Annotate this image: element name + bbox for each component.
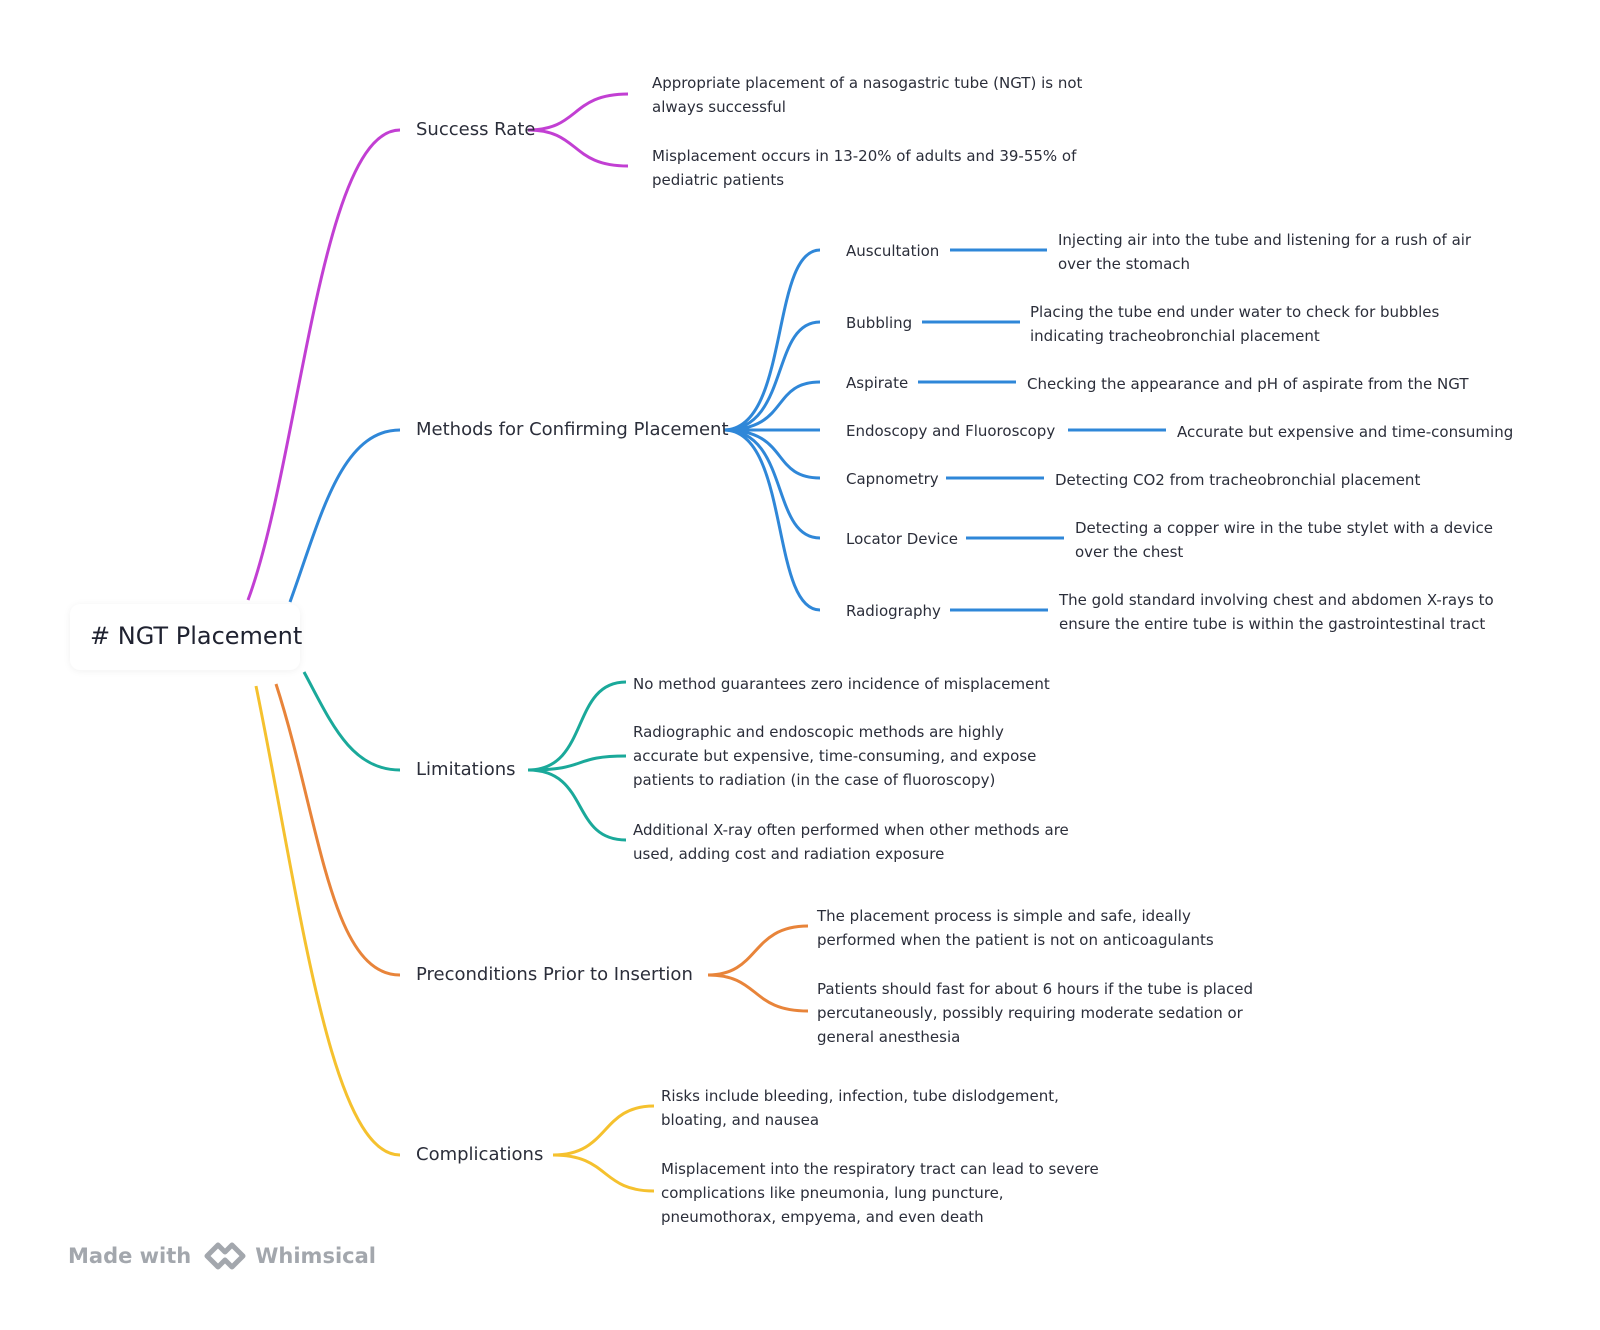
method-detail: Injecting air into the tube and listenin…	[1058, 231, 1472, 273]
connector-root-methods	[288, 428, 401, 603]
complication-item: Risks include bleeding, infection, tube …	[661, 1087, 1059, 1129]
connector-success-2	[527, 128, 629, 168]
method-endoscopy-fluoroscopy[interactable]: Endoscopy and Fluoroscopy	[846, 422, 1056, 440]
method-detail: The gold standard involving chest and ab…	[1059, 591, 1494, 633]
connector-complication-1	[552, 1104, 655, 1157]
method-aspirate[interactable]: Aspirate	[846, 374, 909, 392]
whimsical-logo-icon	[204, 1242, 246, 1270]
root-node[interactable]	[70, 604, 300, 670]
method-detail: Accurate but expensive and time-consumin…	[1177, 423, 1514, 441]
precondition-item: The placement process is simple and safe…	[817, 907, 1214, 949]
connector-method-aspirate	[723, 380, 821, 432]
success-rate-item: Appropriate placement of a nasogastric t…	[652, 74, 1083, 116]
made-with-whimsical-badge[interactable]: Made with Whimsical	[68, 1238, 376, 1274]
connector-limitation-2	[527, 754, 627, 772]
branch-preconditions[interactable]: Preconditions Prior to Insertion	[416, 964, 693, 985]
connector-precondition-2	[707, 973, 809, 1013]
connector-limitation-3	[527, 768, 627, 842]
whimsical-brand-label: Whimsical	[255, 1244, 376, 1268]
method-detail: Checking the appearance and pH of aspira…	[1027, 375, 1469, 393]
connector-root-limitations	[302, 671, 401, 772]
limitation-item: Radiographic and endoscopic methods are …	[633, 723, 1037, 789]
limitation-item: Additional X-ray often performed when ot…	[633, 821, 1069, 863]
limitation-item: No method guarantees zero incidence of m…	[633, 675, 1050, 693]
method-auscultation[interactable]: Auscultation	[846, 242, 940, 260]
connector-limitation-1	[527, 680, 627, 772]
complication-item: Misplacement into the respiratory tract …	[661, 1160, 1099, 1226]
method-radiography[interactable]: Radiography	[846, 602, 941, 620]
connector-root-complications	[254, 685, 401, 1157]
connector-method-locator	[723, 428, 821, 540]
method-locator-device[interactable]: Locator Device	[846, 530, 959, 548]
method-detail: Detecting CO2 from tracheobronchial plac…	[1055, 471, 1421, 489]
root-node-label: # NGT Placement	[90, 622, 303, 650]
connector-complication-2	[552, 1153, 655, 1193]
precondition-item: Patients should fast for about 6 hours i…	[817, 980, 1254, 1046]
connector-root-preconditions	[274, 683, 401, 977]
connector-method-auscultation	[723, 248, 821, 432]
connector-method-bubbling	[723, 320, 821, 432]
method-bubbling[interactable]: Bubbling	[846, 314, 913, 332]
method-capnometry[interactable]: Capnometry	[846, 470, 939, 488]
connector-precondition-1	[707, 924, 809, 977]
made-with-label: Made with	[68, 1244, 192, 1268]
branch-success-rate[interactable]: Success Rate	[416, 119, 536, 140]
branch-limitations[interactable]: Limitations	[416, 759, 516, 780]
connector-success-1	[527, 92, 629, 132]
connector-method-radiography	[723, 428, 821, 612]
connector-method-capnometry	[723, 428, 821, 480]
connector-root-success	[246, 128, 401, 601]
method-detail: Placing the tube end under water to chec…	[1030, 303, 1440, 345]
success-rate-item: Misplacement occurs in 13-20% of adults …	[652, 147, 1077, 189]
branch-methods[interactable]: Methods for Confirming Placement	[416, 419, 729, 440]
branch-complications[interactable]: Complications	[416, 1144, 544, 1165]
method-detail: Detecting a copper wire in the tube styl…	[1075, 519, 1494, 561]
